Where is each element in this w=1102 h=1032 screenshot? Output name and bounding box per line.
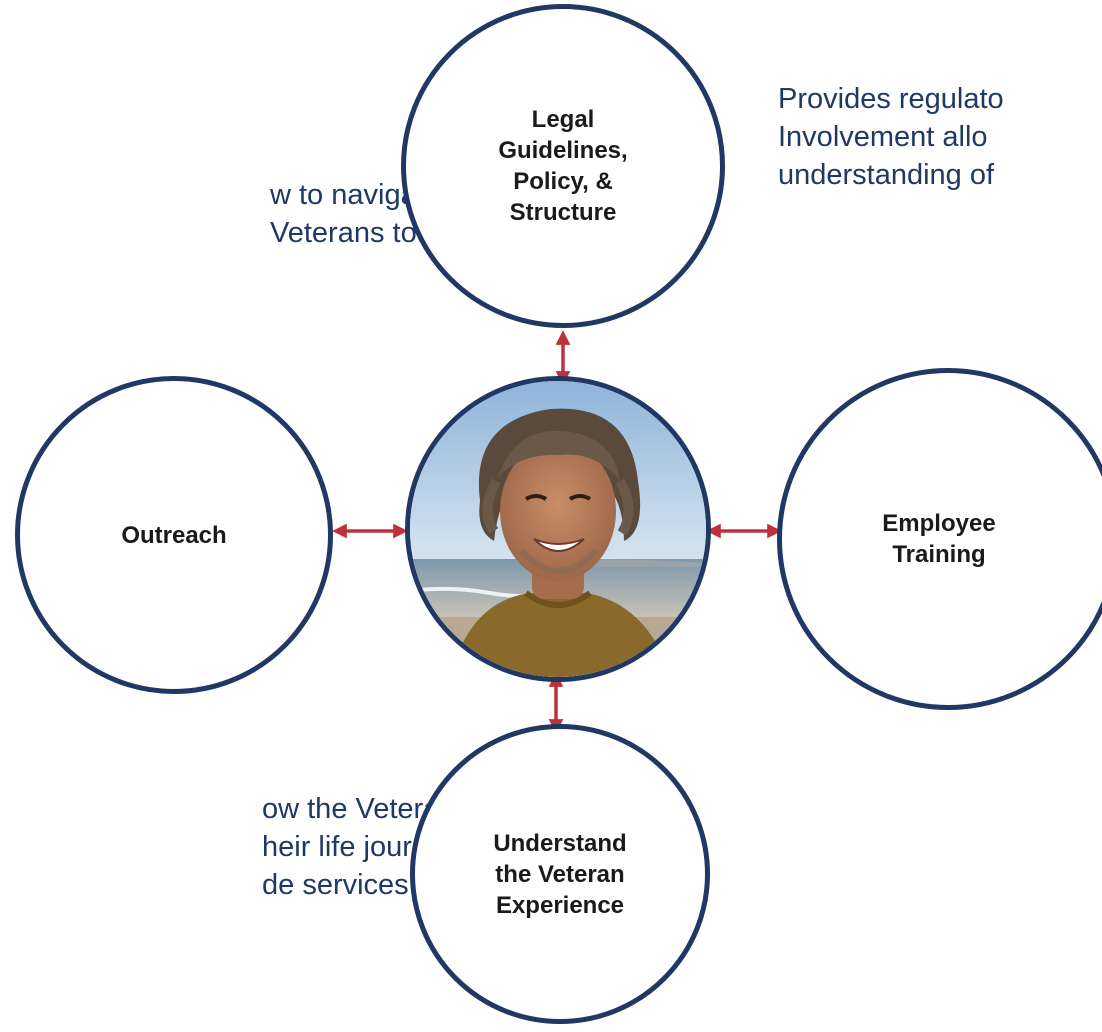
center-portrait-photo bbox=[405, 376, 711, 682]
portrait-illustration bbox=[410, 381, 706, 677]
node-employee-training: Employee Training bbox=[777, 368, 1102, 710]
node-legal-guidelines: Legal Guidelines, Policy, & Structure bbox=[401, 4, 725, 328]
node-legal-label: Legal Guidelines, Policy, & Structure bbox=[498, 106, 628, 226]
node-experience-label: Understand the Veteran Experience bbox=[493, 829, 627, 919]
node-veteran-experience: Understand the Veteran Experience bbox=[410, 724, 710, 1024]
node-training-label: Employee Training bbox=[882, 510, 996, 568]
top-right-text: Provides regulato Involvement allo under… bbox=[778, 83, 1004, 191]
node-outreach: Outreach bbox=[15, 376, 333, 694]
node-outreach-label: Outreach bbox=[121, 521, 227, 549]
